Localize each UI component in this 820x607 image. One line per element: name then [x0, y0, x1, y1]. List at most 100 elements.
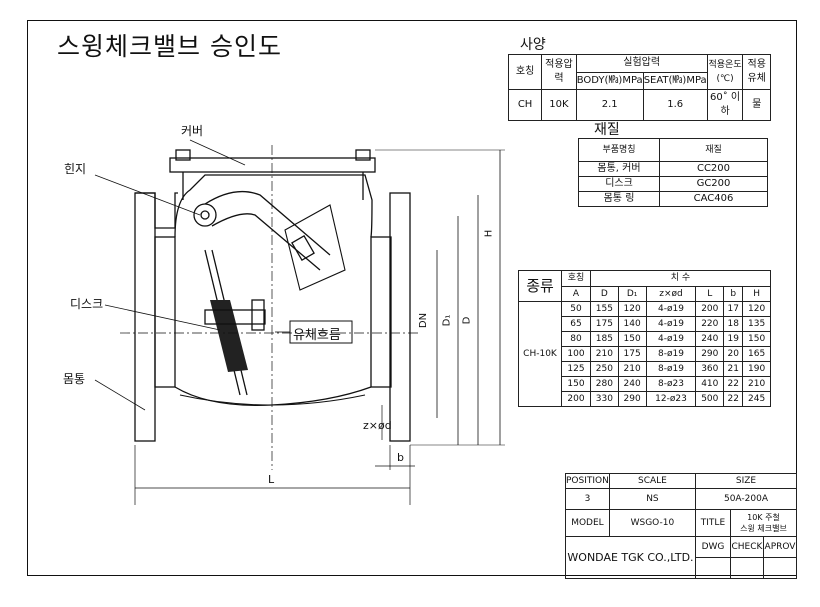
- dim-type-value: CH-10K: [518, 301, 562, 407]
- dim-cell: 210: [617, 361, 647, 377]
- dim-cell: 290: [695, 346, 725, 362]
- dim-cell: 20: [723, 346, 744, 362]
- tb-title-line2: 스윙 체크밸브: [740, 524, 787, 533]
- dim-zd-label: z×ød: [363, 419, 392, 432]
- spec-section-title: 사양: [520, 37, 546, 53]
- dim-cell: 150: [561, 376, 591, 392]
- dim-cell: 8-ø23: [645, 376, 697, 392]
- spec-table: 호칭 적용압력 실험압력 적용온도(℃) 적용유체 BODY(㎫)MPa SEA…: [507, 54, 771, 121]
- dim-cell: 120: [617, 301, 647, 317]
- tb-header-scale: SCALE: [608, 473, 696, 489]
- material-section-title: 재질: [594, 122, 620, 138]
- material-table: 부품명칭 재질 몸통, 커버 CC200 디스크 GC200 몸통 링 CAC4…: [578, 138, 768, 207]
- spec-fluid: 물: [742, 89, 771, 121]
- spec-seat: 1.6: [642, 89, 708, 121]
- tb-header-position: POSITION: [565, 473, 610, 489]
- material-header-material: 재질: [659, 138, 768, 162]
- dim-cell: 250: [590, 361, 619, 377]
- dim-D-label: D: [461, 316, 473, 325]
- dim-cell: 245: [742, 391, 771, 407]
- spec-header-body: BODY(㎫)MPa: [575, 71, 644, 90]
- dim-D1-label: D₁: [441, 314, 453, 327]
- dim-cell: 200: [695, 301, 725, 317]
- dim-cell: 360: [695, 361, 725, 377]
- material-value: CC200: [659, 161, 768, 177]
- dim-cell: 135: [742, 316, 771, 332]
- dim-cell: 140: [617, 316, 647, 332]
- material-part: 몸통, 커버: [578, 161, 660, 177]
- dim-cell: 410: [695, 376, 725, 392]
- tb-aprov: APROV: [762, 536, 798, 558]
- dim-cell: 4-ø19: [645, 316, 697, 332]
- dim-DN-label: DN: [418, 312, 430, 329]
- dim-col-header: D: [590, 285, 619, 302]
- tb-size: 50A-200A: [694, 488, 798, 510]
- material-header-part: 부품명칭: [578, 138, 660, 162]
- dim-cell: 12-ø23: [645, 391, 697, 407]
- dim-cell: 65: [561, 316, 591, 332]
- dim-H-label: H: [483, 229, 495, 238]
- material-value: CAC406: [659, 191, 768, 207]
- title-block: POSITION SCALE SIZE 3 NS 50A-200A MODEL …: [565, 473, 798, 579]
- material-part: 디스크: [578, 176, 660, 192]
- dim-cell: 120: [742, 301, 771, 317]
- dim-cell: 17: [723, 301, 744, 317]
- dim-cell: 8-ø19: [645, 346, 697, 362]
- spec-header-test: 실험압력: [575, 54, 708, 73]
- dim-cell: 21: [723, 361, 744, 377]
- dim-header-size: 호칭: [561, 270, 591, 287]
- dim-cell: 125: [561, 361, 591, 377]
- dim-b-label: b: [397, 451, 404, 464]
- dim-L-label: L: [268, 473, 275, 486]
- tb-header-model: MODEL: [565, 509, 610, 537]
- dim-cell: 150: [742, 331, 771, 347]
- sheet-border: [27, 20, 797, 576]
- dim-cell: 22: [723, 376, 744, 392]
- dim-cell: 8-ø19: [645, 361, 697, 377]
- tb-model: WSGO-10: [608, 509, 696, 537]
- dim-cell: 165: [742, 346, 771, 362]
- disc-label: 디스크: [70, 297, 104, 311]
- tb-company: WONDAE TGK CO.,LTD.: [565, 536, 696, 579]
- spec-header-seat: SEAT(㎫)MPa: [642, 71, 708, 90]
- material-part: 몸통 링: [578, 191, 660, 207]
- spec-temp: 60˚ 이하: [706, 89, 744, 121]
- dim-col-header: H: [742, 285, 771, 302]
- spec-header-size: 호칭: [507, 54, 543, 90]
- dim-cell: 220: [695, 316, 725, 332]
- dim-cell: 18: [723, 316, 744, 332]
- dim-cell: 280: [590, 376, 619, 392]
- dim-cell: 150: [617, 331, 647, 347]
- dim-cell: 80: [561, 331, 591, 347]
- dim-cell: 185: [590, 331, 619, 347]
- tb-title-line1: 10K 주철: [747, 513, 780, 522]
- hinge-label: 힌지: [64, 162, 87, 176]
- cover-label: 커버: [181, 124, 204, 138]
- dim-header-dims: 치 수: [590, 270, 771, 287]
- dim-cell: 100: [561, 346, 591, 362]
- spec-header-fluid: 적용유체: [742, 54, 771, 90]
- tb-scale: NS: [608, 488, 696, 510]
- page-title: 스윙체크밸브 승인도: [57, 32, 282, 61]
- tb-header-size: SIZE: [694, 473, 798, 489]
- dim-cell: 330: [590, 391, 619, 407]
- dim-col-header: b: [723, 285, 744, 302]
- dim-cell: 155: [590, 301, 619, 317]
- material-value: GC200: [659, 176, 768, 192]
- dim-cell: 210: [590, 346, 619, 362]
- tb-check: CHECK: [729, 536, 764, 558]
- body-label: 몸통: [63, 372, 86, 386]
- dim-header-size-sub: A: [561, 285, 591, 302]
- spec-body: 2.1: [575, 89, 644, 121]
- dim-cell: 240: [617, 376, 647, 392]
- dim-cell: 4-ø19: [645, 301, 697, 317]
- dim-col-header: L: [695, 285, 725, 302]
- dim-cell: 4-ø19: [645, 331, 697, 347]
